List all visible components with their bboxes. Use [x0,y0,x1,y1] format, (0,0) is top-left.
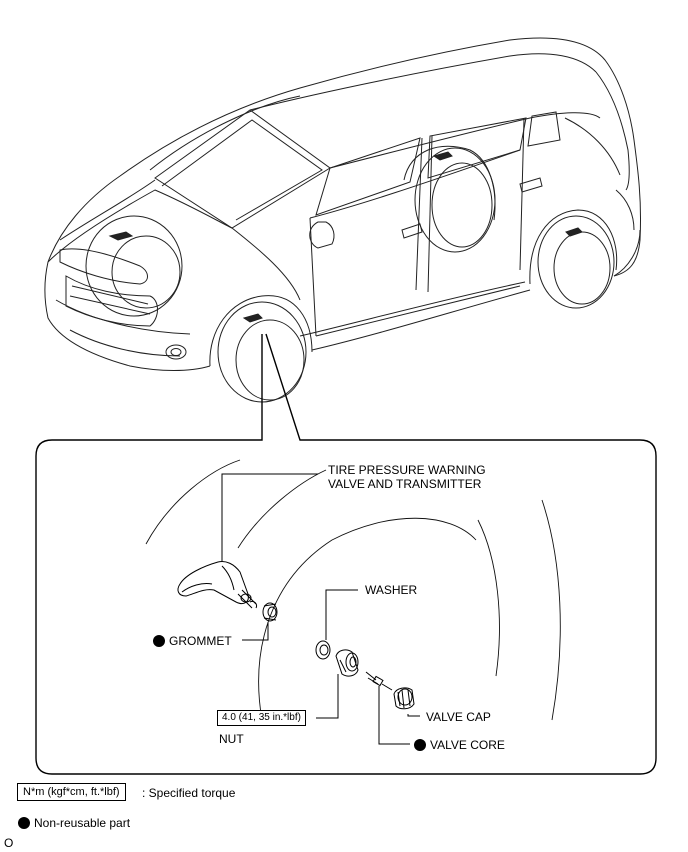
valve-core-label-text: VALVE CORE [430,738,505,752]
nonreusable-legend: Non-reusable part [18,816,130,830]
nut-label: NUT [219,732,244,746]
torque-legend-desc: : Specified torque [142,786,236,800]
corner-mark: O [4,836,14,850]
nonreusable-legend-text: Non-reusable part [34,816,131,830]
car-outline [44,37,642,403]
washer-label: WASHER [365,583,418,597]
transmitter-label-line1: TIRE PRESSURE WARNING [328,463,486,477]
transmitter-label-line2: VALVE AND TRANSMITTER [328,477,482,491]
non-reusable-dot-icon [414,739,426,751]
valve-core-part [365,671,393,691]
valve-core-label: VALVE CORE [414,738,505,752]
leader-lines [221,473,420,745]
grommet-label-text: GROMMET [169,634,232,648]
valve-cap-part [393,687,415,710]
valve-cap-label: VALVE CAP [426,710,491,724]
torque-legend-box: N*m (kgf*cm, ft.*lbf) [17,783,126,801]
non-reusable-dot-icon [18,817,30,829]
transmitter-part [177,561,257,609]
non-reusable-dot-icon [153,635,165,647]
grommet-label: GROMMET [153,634,232,648]
detail-callout-frame [35,333,657,775]
grommet-part [262,602,278,622]
nut-torque-box: 4.0 (41, 35 in.*lbf) [217,710,306,726]
nut-part [335,649,359,677]
washer-part [315,640,331,660]
